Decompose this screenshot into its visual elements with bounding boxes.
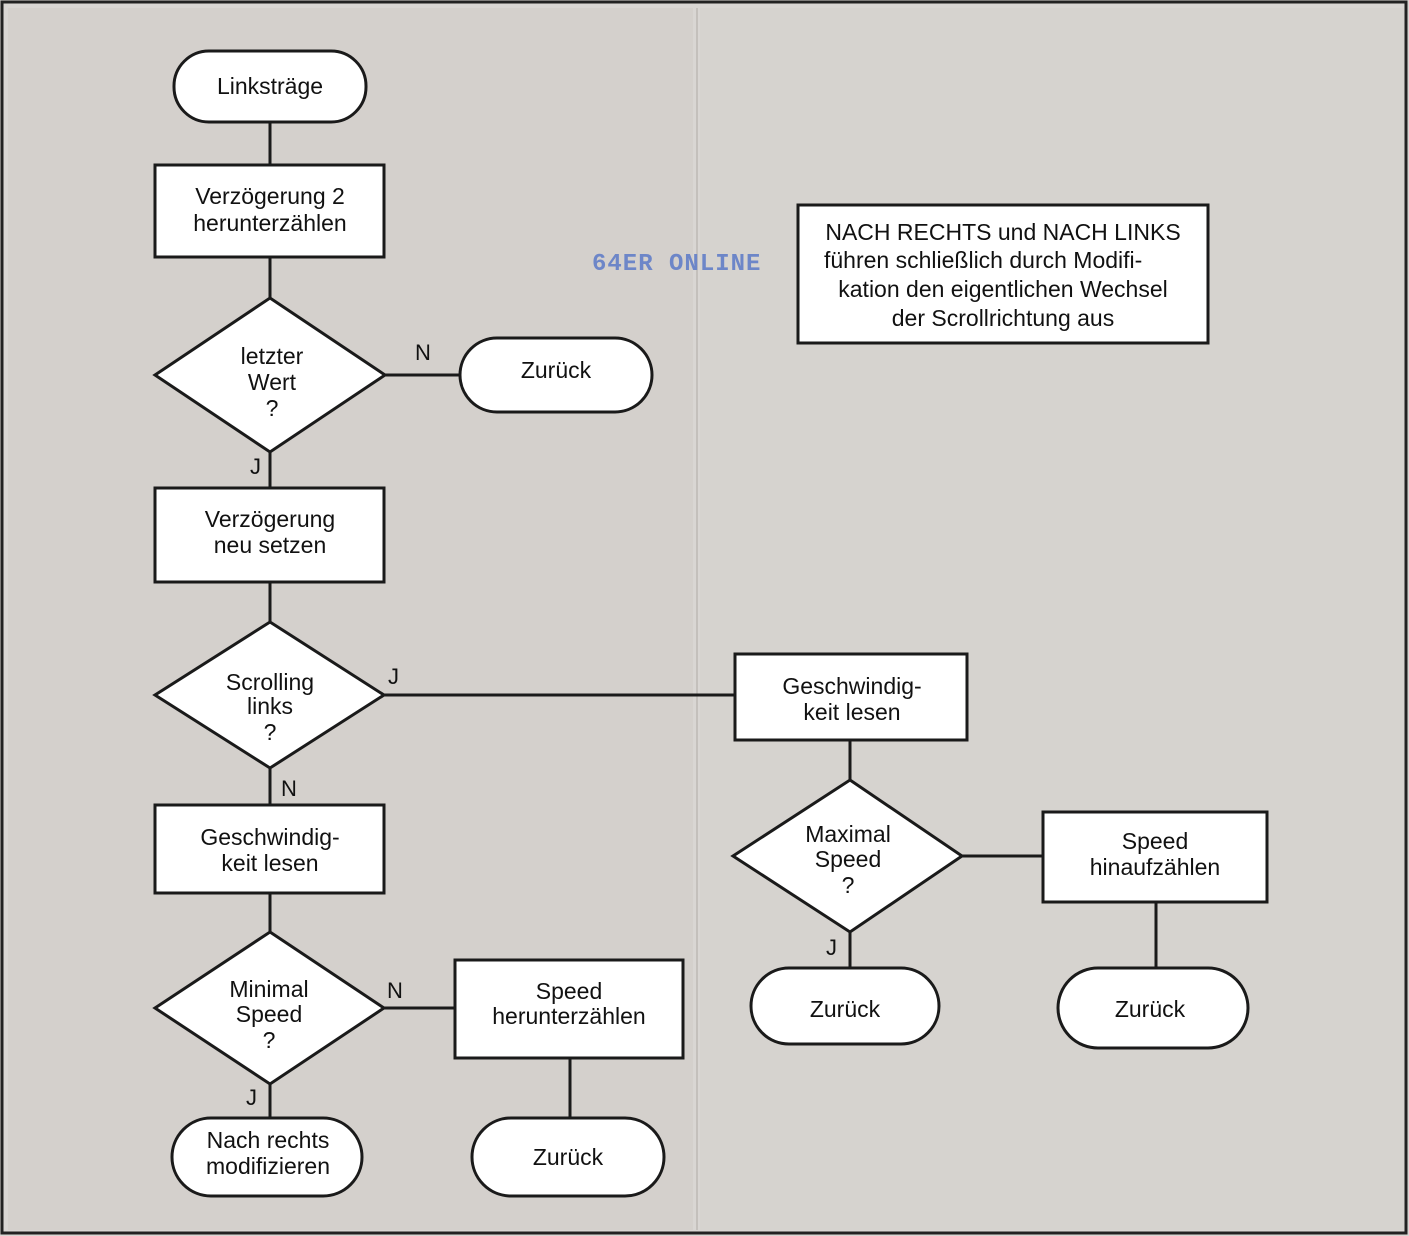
geschw2-line-0: Geschwindig- bbox=[782, 673, 921, 699]
minimal-line-2: ? bbox=[263, 1027, 276, 1053]
process-geschw2 bbox=[733, 652, 969, 742]
label-minimal-no: N bbox=[387, 978, 403, 1003]
start-node-linkstraege bbox=[172, 49, 368, 124]
label-letzter-yes: J bbox=[250, 454, 261, 479]
maximal-line-2: ? bbox=[842, 872, 855, 898]
note-line-2: kation den eigentlichen Wechsel bbox=[838, 276, 1167, 302]
speedrunter-line-0: Speed bbox=[536, 978, 603, 1004]
label-scrolling-no: N bbox=[281, 776, 297, 801]
terminal-zurueck-1 bbox=[458, 336, 654, 414]
speedhinauf-line-1: hinaufzählen bbox=[1090, 854, 1220, 880]
verzneu-line-0: Verzögerung bbox=[205, 506, 335, 532]
decision-scrolling-links bbox=[152, 620, 387, 770]
geschw2-line-1: keit lesen bbox=[803, 699, 900, 725]
geschw1-line-1: keit lesen bbox=[221, 850, 318, 876]
maximal-line-1: Speed bbox=[815, 846, 882, 872]
process-speed-runter bbox=[453, 958, 685, 1060]
terminal-nach-rechts bbox=[170, 1116, 364, 1198]
terminal-zurueck-3 bbox=[749, 966, 941, 1046]
letzter-line-0: letzter bbox=[241, 343, 304, 369]
nachrechts-line-1: modifizieren bbox=[206, 1153, 330, 1179]
terminal-zurueck-2 bbox=[470, 1116, 666, 1198]
nachrechts-line-0: Nach rechts bbox=[207, 1127, 330, 1153]
scrolling-line-2: ? bbox=[264, 719, 277, 745]
right-column-bg bbox=[700, 8, 1404, 1230]
letzter-line-1: Wert bbox=[248, 369, 297, 395]
scrolling-line-0: Scrolling bbox=[226, 669, 314, 695]
geschw1-line-0: Geschwindig- bbox=[200, 824, 339, 850]
zurueck1-line-0: Zurück bbox=[521, 357, 592, 383]
label-letzter-no: N bbox=[415, 340, 431, 365]
decision-letzter-wert bbox=[152, 296, 388, 454]
letzter-line-2: ? bbox=[266, 395, 279, 421]
linkstraege-line-0: Linksträge bbox=[217, 73, 323, 99]
shapes bbox=[152, 49, 1269, 1198]
minimal-line-0: Minimal bbox=[229, 976, 308, 1002]
verz2-line-0: Verzögerung 2 bbox=[195, 183, 345, 209]
process-verz2 bbox=[153, 163, 386, 259]
label-maximal-yes: J bbox=[826, 935, 837, 960]
label-scrolling-yes: J bbox=[388, 664, 399, 689]
process-speed-hinauf bbox=[1041, 810, 1269, 904]
speedrunter-line-1: herunterzählen bbox=[492, 1003, 645, 1029]
note-line-1: führen schließlich durch Modifi- bbox=[824, 247, 1142, 273]
speedhinauf-line-0: Speed bbox=[1122, 828, 1189, 854]
minimal-line-1: Speed bbox=[236, 1001, 303, 1027]
note-line-3: der Scrollrichtung aus bbox=[892, 305, 1114, 331]
note-text: NACH RECHTS und NACH LINKS führen schlie… bbox=[824, 219, 1181, 331]
zurueck3-line-0: Zurück bbox=[810, 996, 881, 1022]
edge-labels: N J J N N J J bbox=[246, 340, 837, 1110]
scrolling-line-1: links bbox=[247, 693, 293, 719]
verz2-line-1: herunterzählen bbox=[193, 210, 346, 236]
verzneu-line-1: neu setzen bbox=[214, 532, 327, 558]
note-box bbox=[796, 203, 1210, 345]
zurueck4-line-0: Zurück bbox=[1115, 996, 1186, 1022]
label-minimal-yes: J bbox=[246, 1085, 257, 1110]
process-geschw1 bbox=[153, 803, 386, 895]
process-verzneu bbox=[153, 486, 386, 584]
watermark-text: 64ER ONLINE bbox=[592, 251, 761, 278]
maximal-line-0: Maximal bbox=[805, 821, 891, 847]
decision-minimal-speed bbox=[152, 930, 387, 1086]
node-texts: Linksträge Verzögerung 2 herunterzählen … bbox=[193, 73, 1220, 1179]
decision-maximal-speed bbox=[730, 778, 965, 934]
connectors bbox=[268, 122, 1158, 1118]
zurueck2-line-0: Zurück bbox=[533, 1144, 604, 1170]
terminal-zurueck-4 bbox=[1056, 966, 1250, 1050]
note-line-0: NACH RECHTS und NACH LINKS bbox=[825, 219, 1180, 245]
